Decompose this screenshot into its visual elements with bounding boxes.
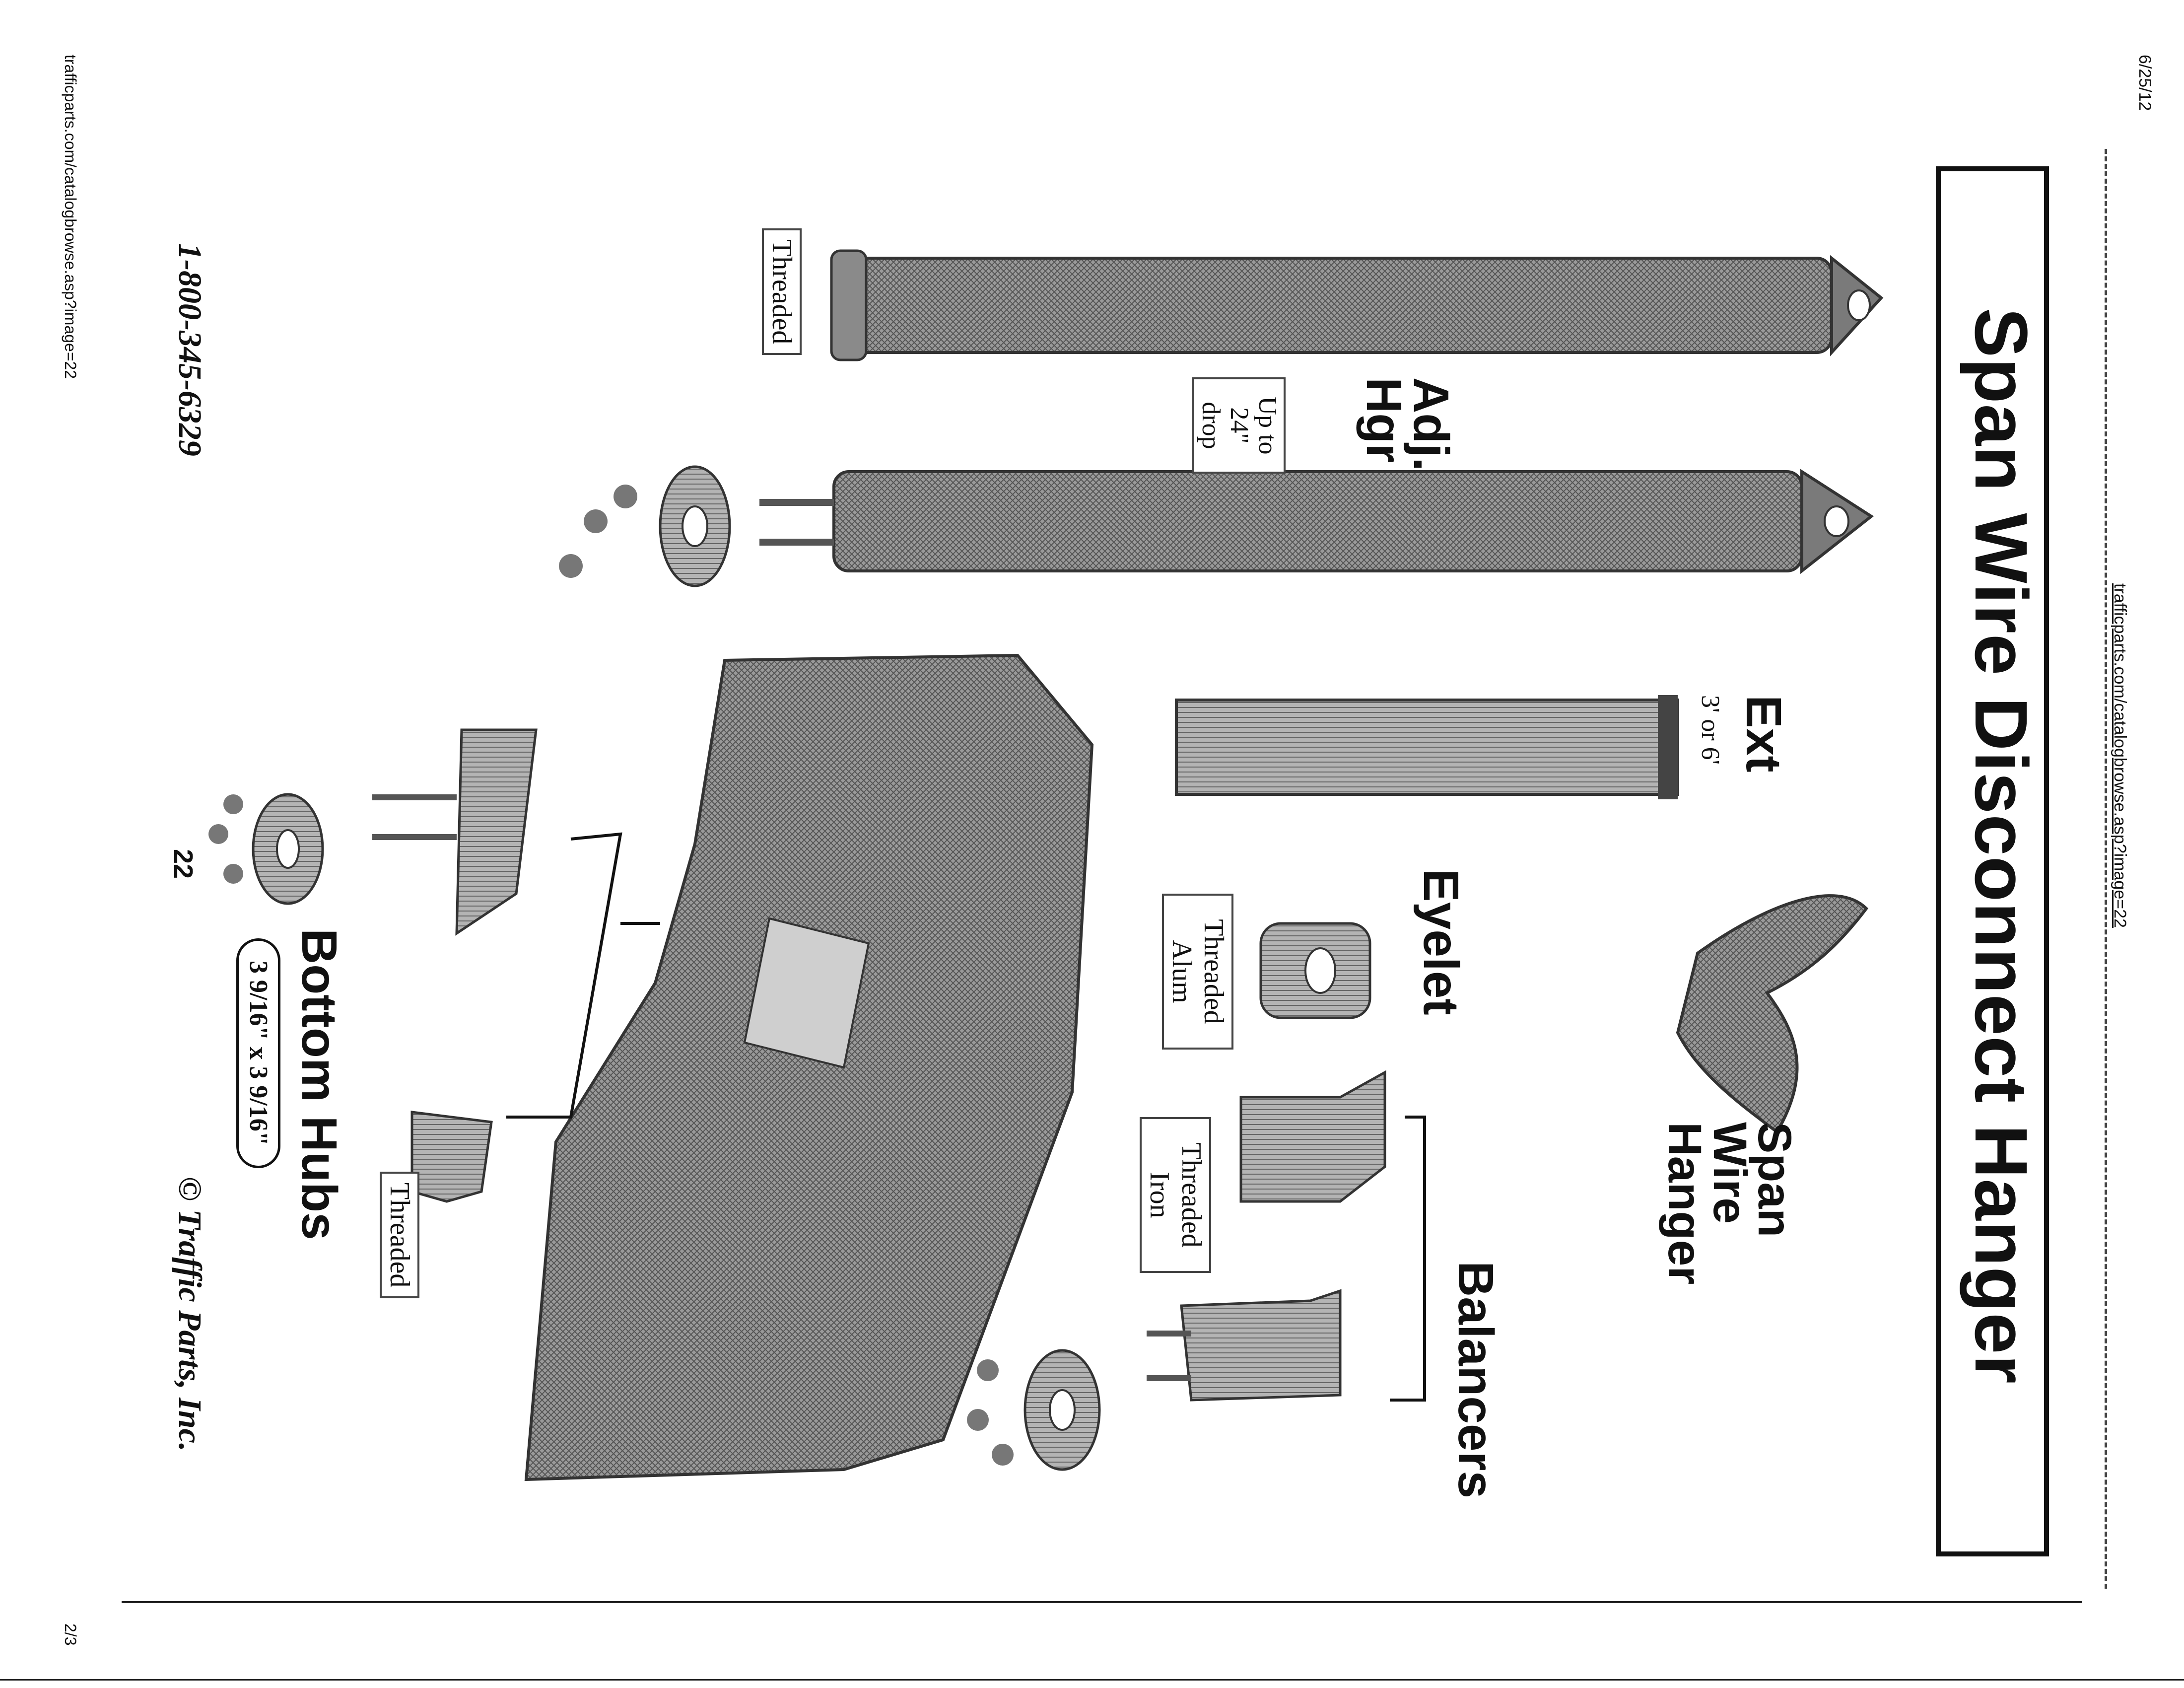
balancer-drawing-1 [1239, 1070, 1386, 1203]
bottom-hubs-label: Bottom Hubs [291, 928, 347, 1240]
adj-hanger-tube-threaded-drawing [830, 249, 1884, 361]
eyelet-drawing [1259, 922, 1371, 1019]
footer-rule [122, 1601, 2082, 1603]
bottom-edge-rule [0, 1679, 2184, 1681]
header-rule [2105, 149, 2107, 1589]
span-wire-hanger-label: Span Wire Hanger [1658, 1122, 1801, 1285]
phone-number: 1-800-345-6329 [172, 243, 208, 456]
bottom-hubs-threaded-label: Threaded [380, 1172, 419, 1299]
span-wire-hanger-drawing [1676, 894, 1868, 1134]
eyelet-label: Eyelet [1413, 869, 1469, 1015]
hub-casting-drawing [524, 653, 1094, 1481]
balancer-material-label: Threaded Iron [1140, 1117, 1211, 1273]
threaded-tube-label: Threaded [762, 228, 802, 355]
extension-drawing [1175, 695, 1679, 799]
ext-label: Ext [1736, 695, 1791, 773]
title-box [1936, 166, 2049, 1556]
balancer-drawing-2 [967, 1289, 1342, 1471]
ext-size-label: 3' or 6' [1696, 695, 1724, 765]
catalog-page-number: 22 [168, 849, 198, 879]
adj-hanger-tube-drawing [559, 465, 1874, 587]
adj-hgr-drop-label: Up to 24" drop [1192, 377, 1286, 474]
bottom-hubs-size-label: 3 9/16" x 3 9/16" [236, 938, 280, 1168]
balancers-label: Balancers [1448, 1261, 1503, 1499]
eyelet-material-label: Threaded Alum [1162, 894, 1233, 1050]
copyright-text: © Traffic Parts, Inc. [172, 1177, 208, 1452]
bottom-hub-drawing-1 [372, 728, 538, 936]
adj-hgr-label: Adj. Hgr [1356, 377, 1459, 471]
